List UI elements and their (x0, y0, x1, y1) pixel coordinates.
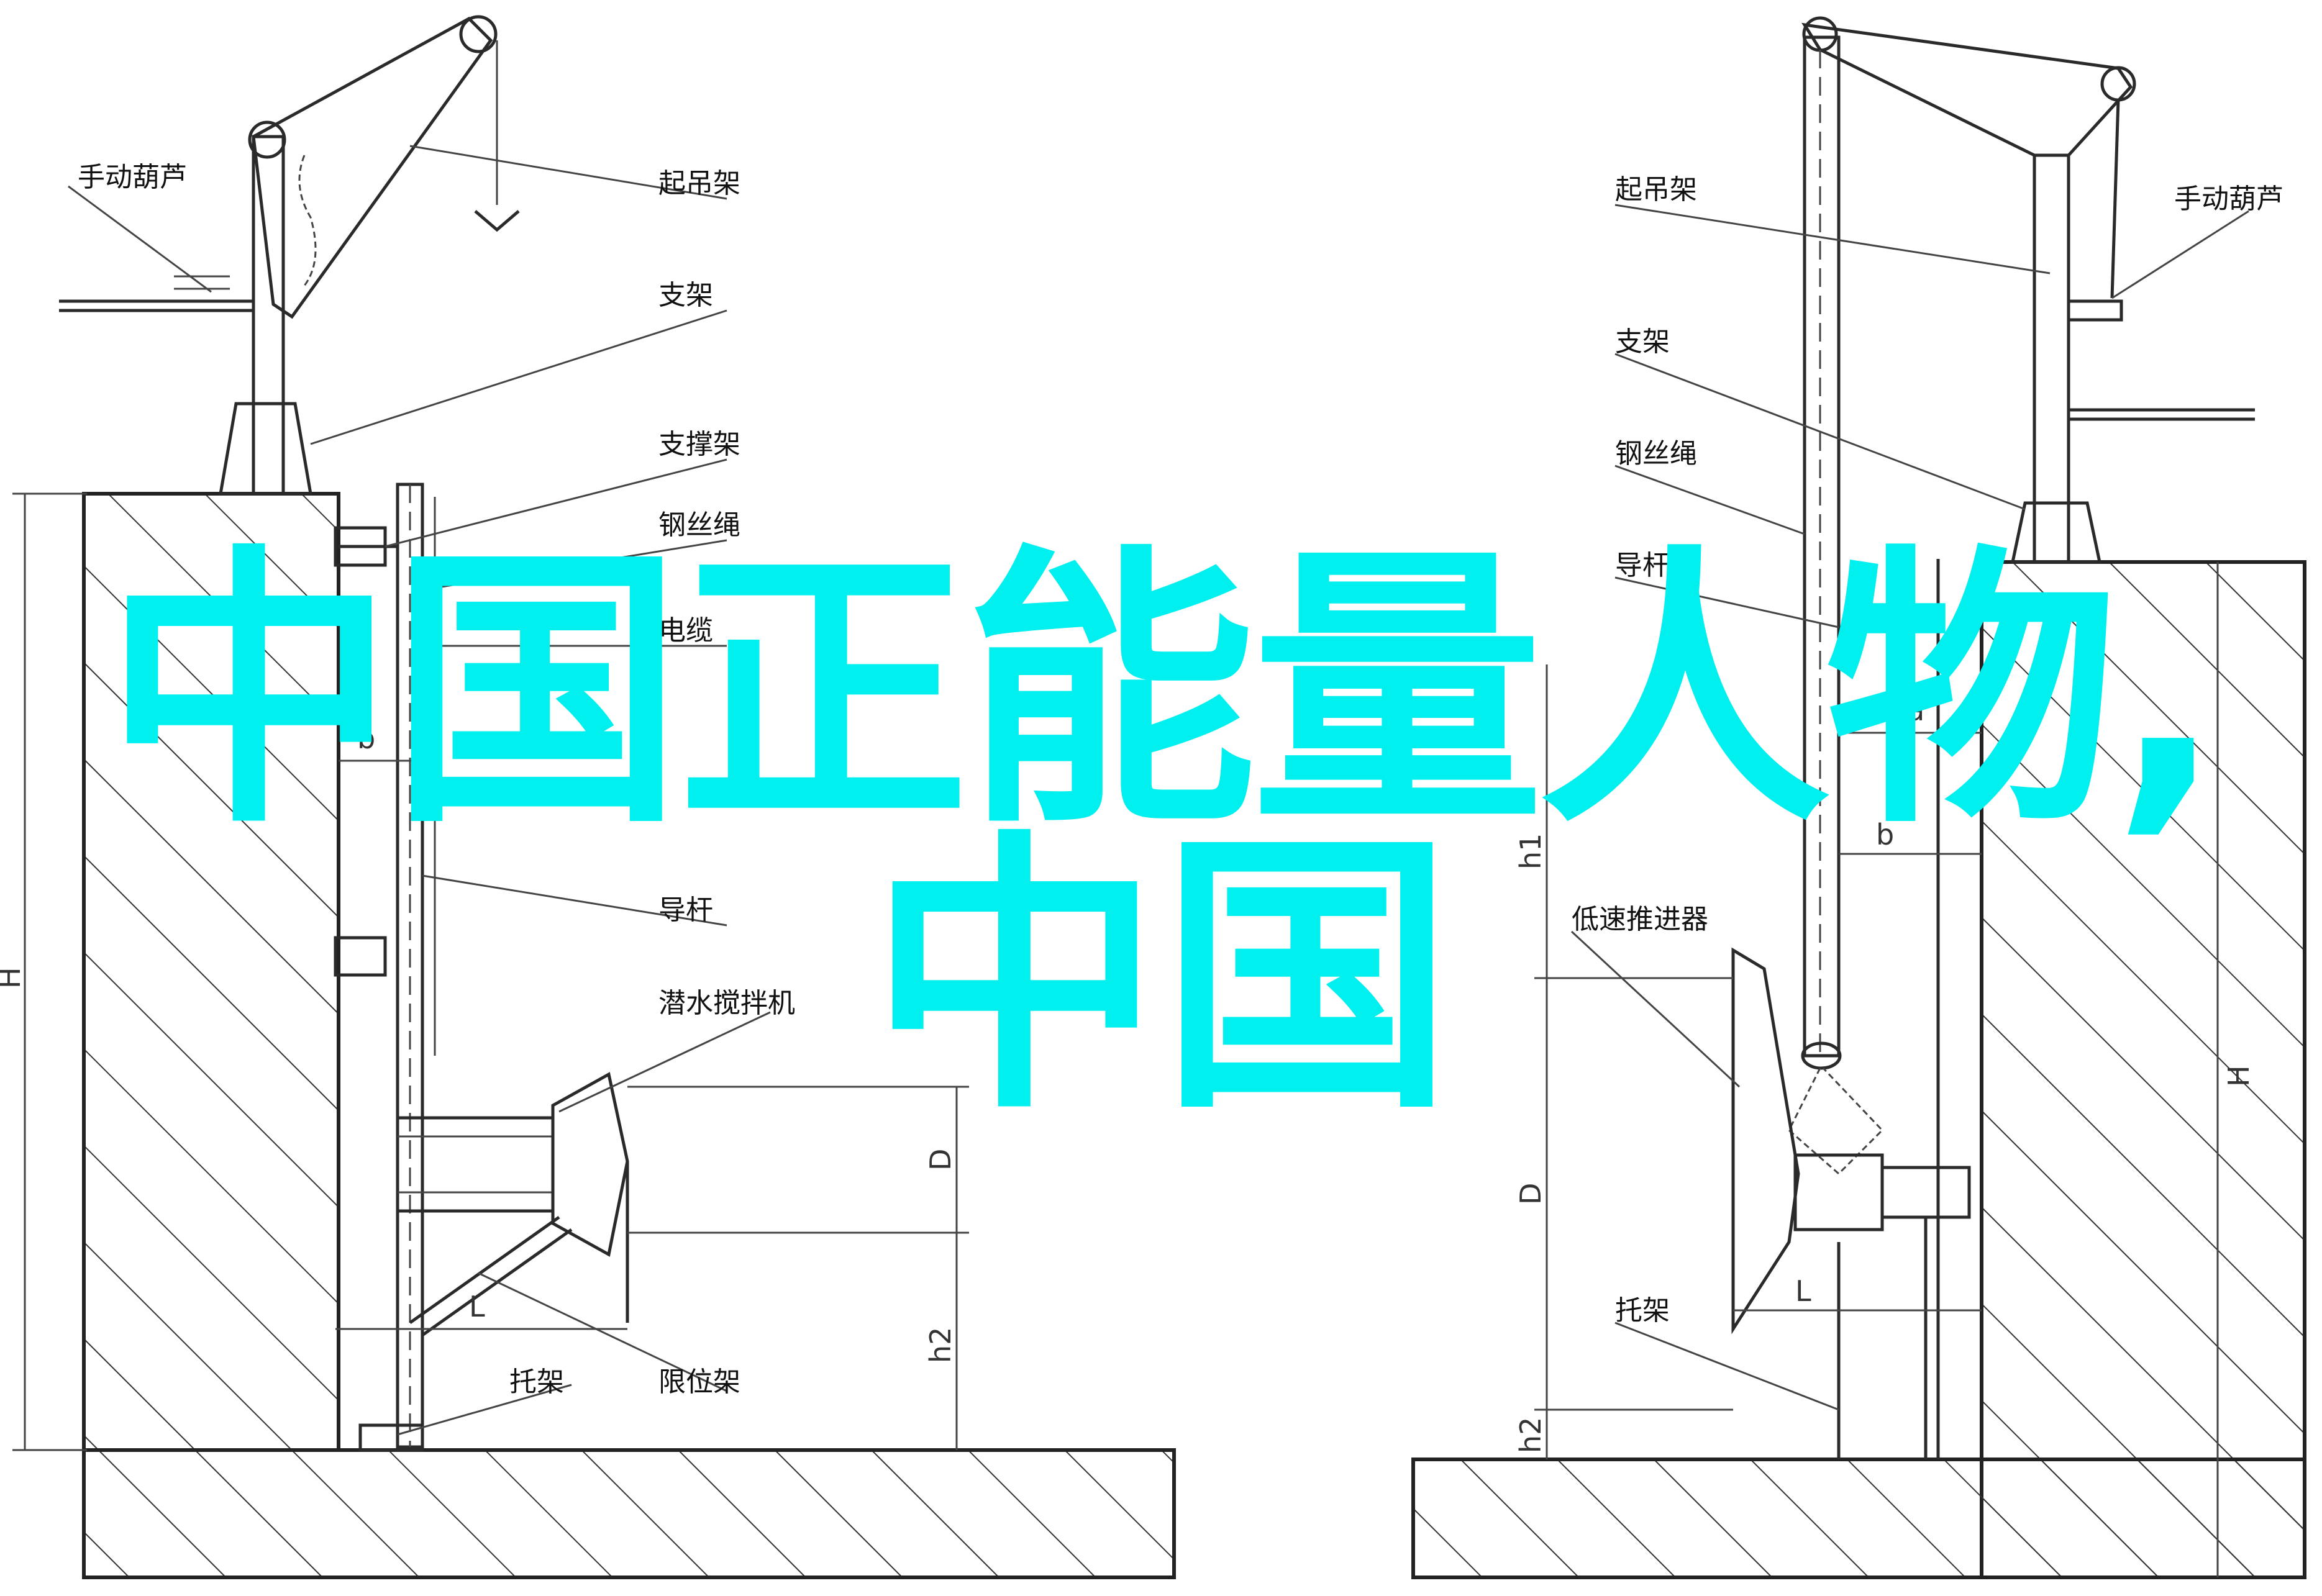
overlay-text-line1: 中国正能量人物, (103, 522, 2224, 862)
left-dim-L: L (469, 1290, 485, 1323)
left-label-cable: 电缆 (658, 615, 713, 646)
right-label-bracket: 支架 (1615, 326, 1670, 358)
right-dim-h1: h1 (1514, 833, 1547, 869)
right-label-guide-rod: 导杆 (1615, 550, 1670, 581)
left-label-submersible-mixer: 潜水搅拌机 (658, 987, 795, 1019)
right-tank-floor (1411, 1458, 2306, 1579)
left-tank-wall (82, 492, 340, 1452)
right-label-low-speed-propeller: 低速推进器 (1572, 904, 1708, 935)
left-pedestal (219, 402, 312, 496)
left-label-wire-rope: 钢丝绳 (658, 509, 740, 541)
left-label-lifting-frame: 起吊架 (658, 168, 740, 199)
right-propeller-blade (1731, 947, 1800, 1335)
left-mast (252, 135, 285, 496)
right-tank-wall (1980, 560, 2306, 1579)
right-mast (2033, 153, 2070, 564)
left-dim-h2: h2 (924, 1327, 957, 1363)
left-label-bracket: 支架 (658, 279, 713, 311)
right-dim-b: b (1876, 818, 1894, 851)
left-dim-D: D (924, 1149, 957, 1171)
left-base-bracket (358, 1423, 424, 1452)
left-label-hand-hoist: 手动葫芦 (78, 161, 187, 193)
right-label-lifting-frame: 起吊架 (1615, 174, 1697, 206)
right-guide-rod (1803, 35, 1841, 1058)
right-propeller-body (1793, 1153, 1884, 1231)
right-dim-h2: h2 (1514, 1417, 1547, 1453)
right-diagram: H h1 D h2 L a (1411, 16, 2306, 1579)
right-label-wire-rope: 钢丝绳 (1615, 438, 1697, 469)
right-label-hand-hoist: 手动葫芦 (2174, 183, 2283, 215)
right-pedestal (2010, 501, 2102, 564)
right-dim-D: D (1514, 1183, 1547, 1205)
left-label-guide-rod: 导杆 (658, 894, 713, 926)
right-dim-L: L (1795, 1274, 1811, 1308)
left-label-support-bracket: 托架 (509, 1366, 564, 1398)
left-diagram: H (0, 15, 1176, 1579)
left-dim-H: H (0, 967, 27, 989)
right-dim-H: H (2222, 1065, 2256, 1087)
left-mixer-propeller (551, 1072, 629, 1257)
left-chain (298, 155, 317, 286)
right-label-support-bracket: 托架 (1615, 1295, 1670, 1326)
left-dim-b: b (357, 722, 375, 755)
right-boom (1801, 22, 2133, 157)
left-tank-floor (82, 1448, 1176, 1579)
right-dim-a: a (1907, 694, 1924, 727)
left-label-limit-frame: 限位架 (658, 1366, 740, 1398)
overlay-text-line2: 中国 (869, 808, 1453, 1148)
left-boom (252, 16, 493, 319)
left-label-support-frame: 支撑架 (658, 428, 740, 460)
